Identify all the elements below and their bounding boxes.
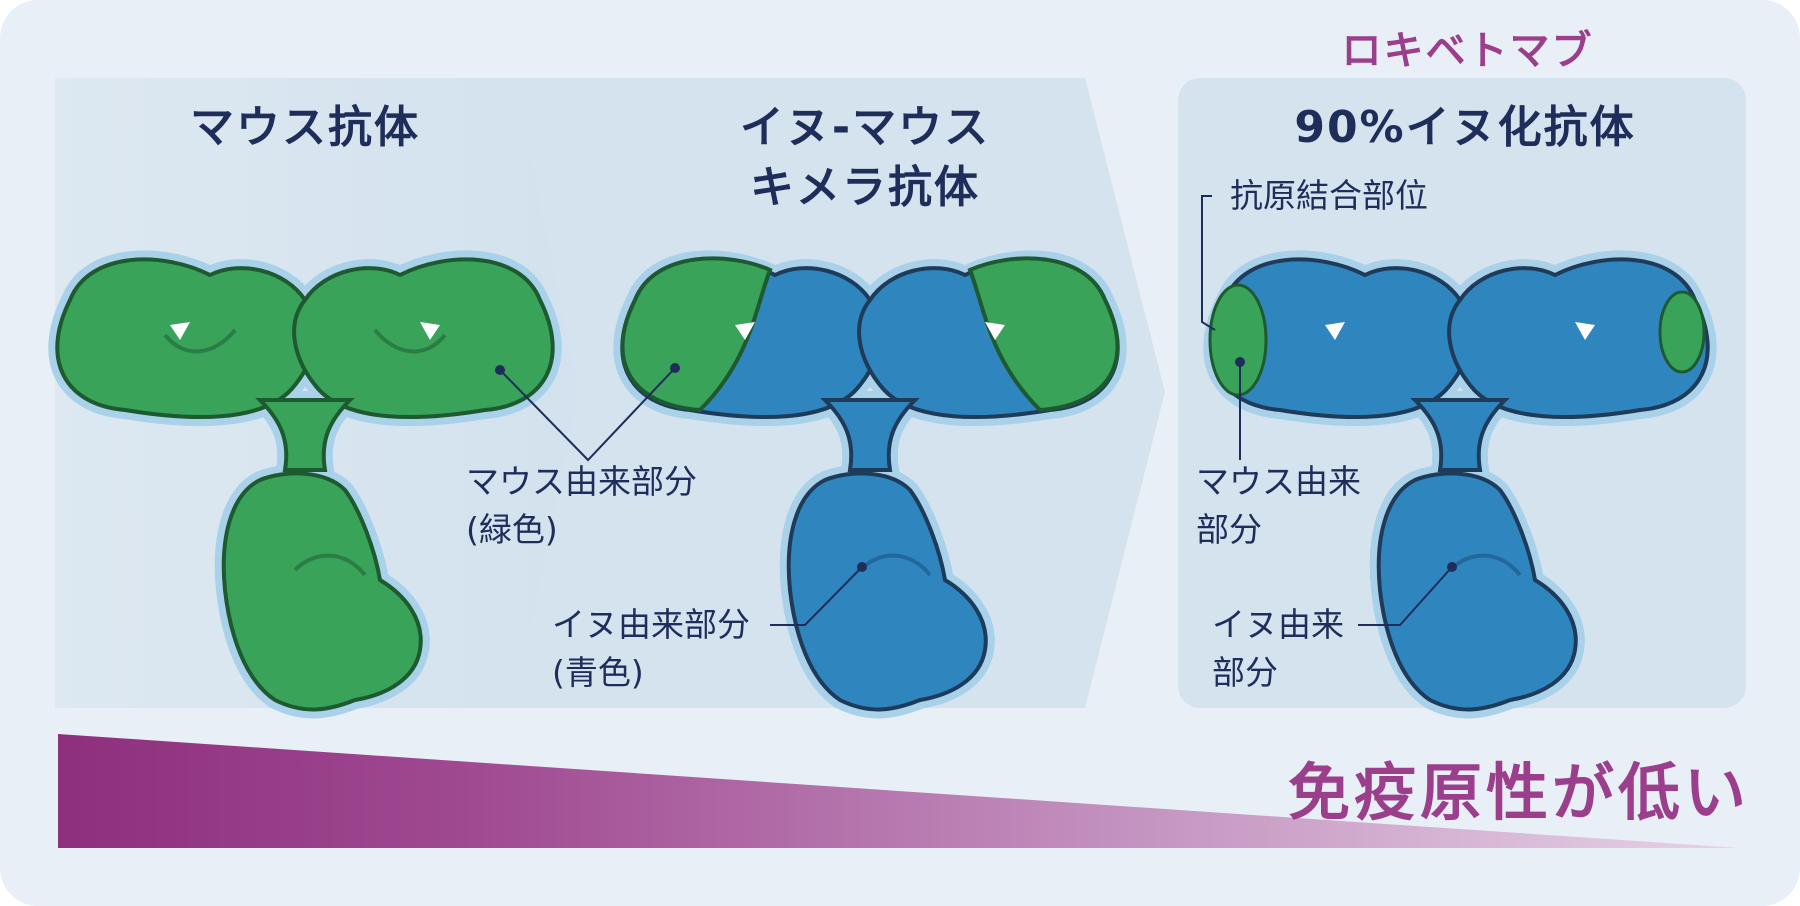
mouse-part-label: マウス由来部分 (緑色) [466,458,697,554]
panel-title-caninized-line: 90%イヌ化抗体 [1240,98,1690,158]
panel-title-caninized: 90%イヌ化抗体 [1240,98,1690,158]
dog-origin-label-line-2: 部分 [1212,649,1344,697]
panel-title-chimera: イヌ-マウス キメラ抗体 [650,98,1080,218]
panel-title-mouse-line: マウス抗体 [90,98,520,158]
immunogenicity-label: 免疫原性が低い [1270,742,1750,832]
dog-origin-label-line-1: イヌ由来 [1212,601,1344,649]
panel-title-chimera-line-2: キメラ抗体 [650,158,1080,218]
binding-site-label: 抗原結合部位 [1230,172,1428,220]
mouse-part-label-line-2: (緑色) [466,506,697,554]
dog-origin-label: イヌ由来 部分 [1212,601,1344,697]
dog-part-label-line-2: (青色) [552,649,750,697]
dog-part-label: イヌ由来部分 (青色) [552,601,750,697]
mouse-origin-label: マウス由来 部分 [1196,458,1361,554]
mouse-origin-label-line-2: 部分 [1196,506,1361,554]
panel-title-chimera-line-1: イヌ-マウス [650,98,1080,158]
mouse-origin-label-line-1: マウス由来 [1196,458,1361,506]
dog-part-label-line-1: イヌ由来部分 [552,601,750,649]
panel-title-mouse: マウス抗体 [90,98,520,158]
mouse-part-label-line-1: マウス由来部分 [466,458,697,506]
brand-label: ロキベトマブ [1340,18,1595,76]
